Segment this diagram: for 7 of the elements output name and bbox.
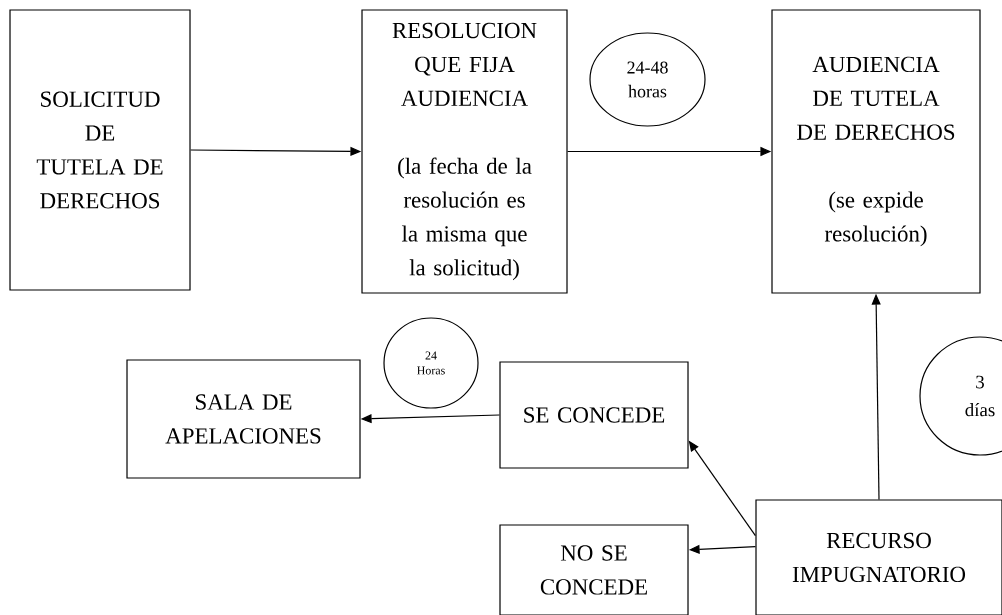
process-box: RESOLUCION QUE FIJA AUDIENCIA (la fecha de la resolución es la misma que la solicitud) xyxy=(361,9,568,294)
process-box: SOLICITUD DE TUTELA DE DERECHOS xyxy=(9,9,191,291)
process-box: NO SE CONCEDE xyxy=(499,524,689,615)
process-box: SALA DE APELACIONES xyxy=(126,359,361,479)
process-box: RECURSO IMPUGNATORIO xyxy=(755,499,1002,615)
process-box: SE CONCEDE xyxy=(499,361,689,469)
process-box: AUDIENCIA DE TUTELA DE DERECHOS (se expide resolución) xyxy=(771,9,981,294)
